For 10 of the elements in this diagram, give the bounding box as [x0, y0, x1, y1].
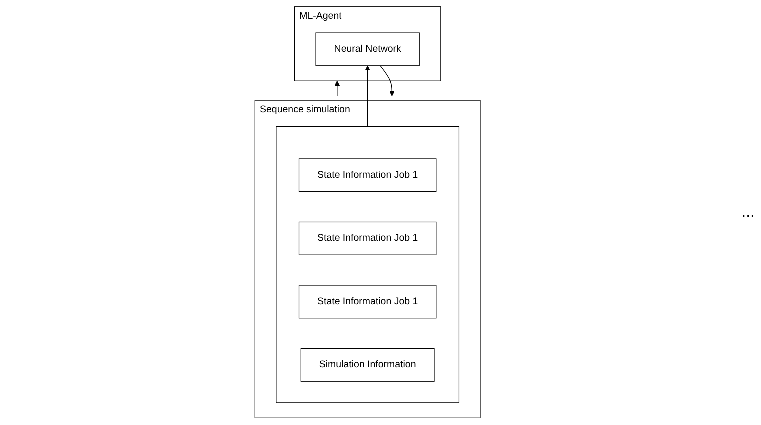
node-box: Simulation Information — [300, 348, 435, 382]
arrow — [380, 66, 395, 97]
node-box: Neural Network — [316, 32, 420, 66]
node-box: State Information Job 1 — [298, 158, 437, 192]
node-box: State Information Job 1 — [298, 285, 437, 319]
arrow — [365, 66, 370, 128]
arrow — [334, 80, 340, 97]
ellipsis-text: ... — [742, 204, 755, 222]
node-box: State Information Job 1 — [298, 222, 437, 256]
cluster — [276, 126, 460, 404]
